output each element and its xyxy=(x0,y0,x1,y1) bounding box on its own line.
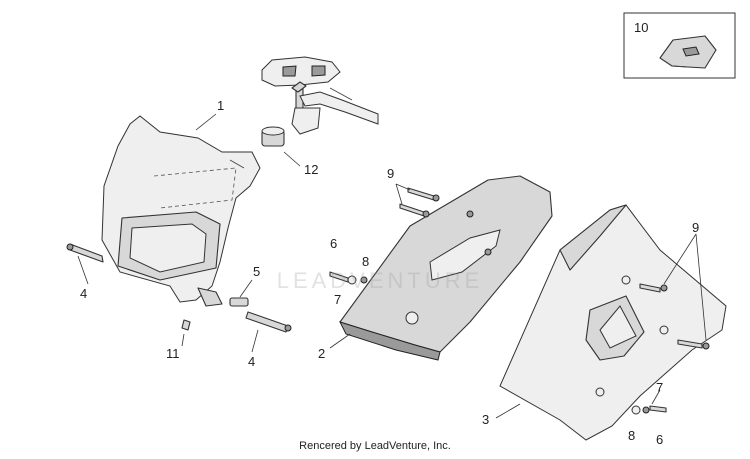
callout-6b: 6 xyxy=(656,432,663,447)
callout-2: 2 xyxy=(318,346,325,361)
callout-9b: 9 xyxy=(692,220,699,235)
leader-lines xyxy=(77,113,521,419)
callout-3: 3 xyxy=(482,412,489,427)
fasteners-6-7-8a xyxy=(329,271,368,285)
callout-4b: 4 xyxy=(248,354,255,369)
grommet-12 xyxy=(261,126,301,167)
headlight-fairing-1 xyxy=(101,115,261,307)
fasteners-9a xyxy=(395,183,440,218)
callout-7b: 7 xyxy=(656,380,663,395)
footer-credit: Rencered by LeadVenture, Inc. xyxy=(299,440,451,452)
callout-7a: 7 xyxy=(334,292,341,307)
clip-4b xyxy=(245,311,292,333)
callout-8a: 8 xyxy=(362,254,369,269)
side-panel-2 xyxy=(339,175,553,361)
spring-5 xyxy=(229,279,253,307)
screw-11 xyxy=(181,319,191,347)
fasteners-9b xyxy=(639,233,710,350)
part-10-inset xyxy=(623,12,736,79)
callout-4a: 4 xyxy=(80,286,87,301)
callout-8b: 8 xyxy=(628,428,635,443)
callout-12: 12 xyxy=(304,162,318,177)
callout-1: 1 xyxy=(217,98,224,113)
side-panel-3 xyxy=(499,204,727,441)
clip-4a xyxy=(66,243,104,263)
callout-9a: 9 xyxy=(387,166,394,181)
fasteners-6-7-8b xyxy=(631,389,667,415)
callout-10: 10 xyxy=(634,20,648,35)
headlight-bracket xyxy=(261,56,379,135)
watermark: LEADVENTURE xyxy=(276,268,484,293)
callout-6a: 6 xyxy=(330,236,337,251)
callout-5: 5 xyxy=(253,264,260,279)
callout-11: 11 xyxy=(166,346,180,361)
